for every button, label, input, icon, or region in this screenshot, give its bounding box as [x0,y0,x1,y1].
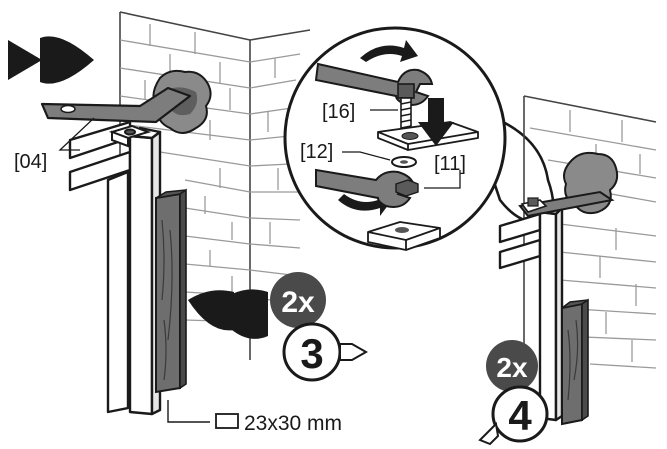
nut-11 [395,179,419,197]
step-3-marker: 2x 3 [270,272,369,382]
right-frame [498,204,564,422]
detail-contents: [16] [12] [11] [300,40,479,251]
label-04: [04] [14,151,47,173]
leader-12 [342,151,391,161]
wood-batten-left [155,188,187,394]
cross-section-icon [215,413,239,429]
step-3-number: 3 [300,330,323,377]
label-11: [11] [434,153,466,175]
bracket-mounted-right [518,190,615,218]
step-3-count: 2x [281,286,315,319]
label-12: [12] [300,141,333,163]
press-arrow [418,98,454,146]
hinge-block-left [108,124,152,148]
left-frame [68,120,162,416]
push-arrow-middle [188,289,268,339]
leader-11 [424,170,461,189]
bracket-04 [40,86,192,124]
leader-04 [58,117,95,151]
mounting-plate [377,121,479,151]
push-arrow-top-left [8,36,94,84]
dimension-label: 23x30 mm [244,412,342,435]
wrench-lower [315,168,416,208]
step-4-count: 2x [496,352,528,383]
step-4-marker: 2x 4 [478,340,549,446]
rotate-arrow-top [360,40,418,62]
bracket-hole [60,104,76,114]
detail-block [367,221,441,251]
step-4-number: 4 [508,392,532,439]
label-16: [16] [322,101,355,123]
dimension-leader [167,400,210,423]
wood-batten-right [561,298,589,426]
